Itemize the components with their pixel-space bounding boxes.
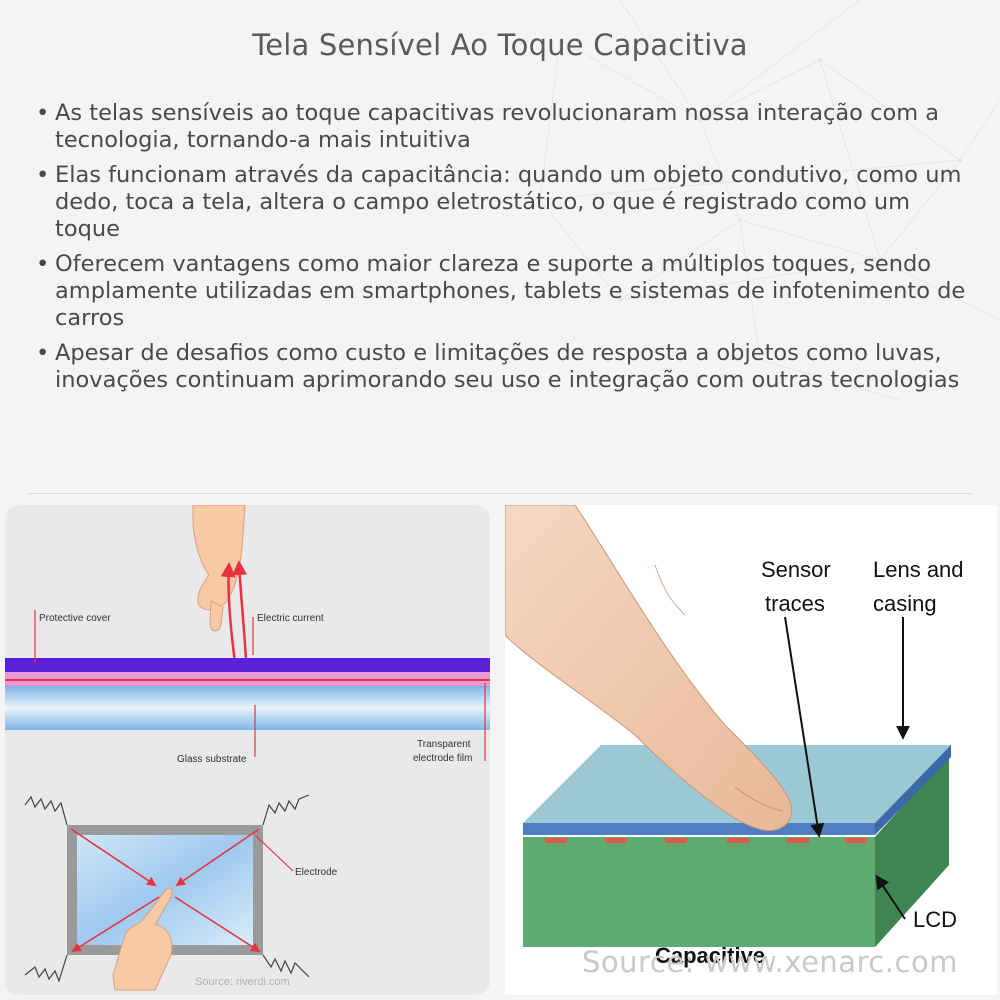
label-protective-cover: Protective cover	[39, 613, 111, 624]
capacitive-panel-diagram: Sensor traces Lens and casing LCD Capaci…	[505, 505, 964, 968]
finger-icon	[505, 505, 793, 831]
page-title: Tela Sensível Ao Toque Capacitiva	[252, 28, 748, 62]
right-diagram-panel: Sensor traces Lens and casing LCD Capaci…	[505, 505, 997, 995]
capacitive-layers-diagram: Protective cover Electric current Glass …	[5, 505, 490, 991]
glass-substrate-layer	[5, 686, 490, 730]
source-left: Source: riverdi.com	[195, 976, 290, 988]
label-electric-current: Electric current	[257, 613, 324, 624]
bullet-text: As telas sensíveis ao toque capacitivas …	[55, 100, 940, 153]
lcd-layer	[523, 755, 949, 947]
bullet-item: •As telas sensíveis ao toque capacitivas…	[36, 100, 966, 154]
bullet-item: •Apesar de desafios como custo e limitaç…	[36, 340, 966, 394]
bullet-dot: •	[36, 162, 50, 188]
corner-resistors	[24, 794, 310, 983]
bullet-item: •Oferecem vantagens como maior clareza e…	[36, 251, 966, 332]
label-electrode-film: electrode film	[413, 753, 472, 764]
bullet-text: Elas funcionam através da capacitância: …	[55, 162, 962, 242]
label-glass-substrate: Glass substrate	[177, 754, 247, 765]
bullet-dot: •	[36, 251, 50, 277]
label-casing: casing	[873, 591, 937, 616]
label-transparent: Transparent	[417, 739, 471, 750]
left-diagram-panel: Protective cover Electric current Glass …	[5, 505, 490, 995]
label-electrode: Electrode	[295, 867, 338, 878]
bullet-dot: •	[36, 100, 50, 126]
hand-icon	[192, 505, 246, 632]
bullet-list: •As telas sensíveis ao toque capacitivas…	[36, 100, 966, 402]
bullet-text: Apesar de desafios como custo e limitaçõ…	[55, 340, 960, 393]
label-traces: traces	[765, 591, 825, 616]
label-lens-and: Lens and	[873, 557, 964, 582]
label-sensor: Sensor	[761, 557, 831, 582]
section-divider	[28, 493, 972, 494]
sensor-traces	[545, 838, 867, 843]
source-right: Source: www.xenarc.com	[582, 945, 958, 979]
background-network-pattern	[539, 0, 1000, 401]
touch-hand-icon	[112, 887, 173, 991]
label-lcd: LCD	[913, 907, 957, 932]
bullet-item: •Elas funcionam através da capacitância:…	[36, 162, 966, 243]
protective-cover-layer	[5, 658, 490, 672]
bullet-dot: •	[36, 340, 50, 366]
label-capacitive: Capacitive	[655, 943, 765, 968]
bullet-text: Oferecem vantagens como maior clareza e …	[55, 251, 966, 331]
